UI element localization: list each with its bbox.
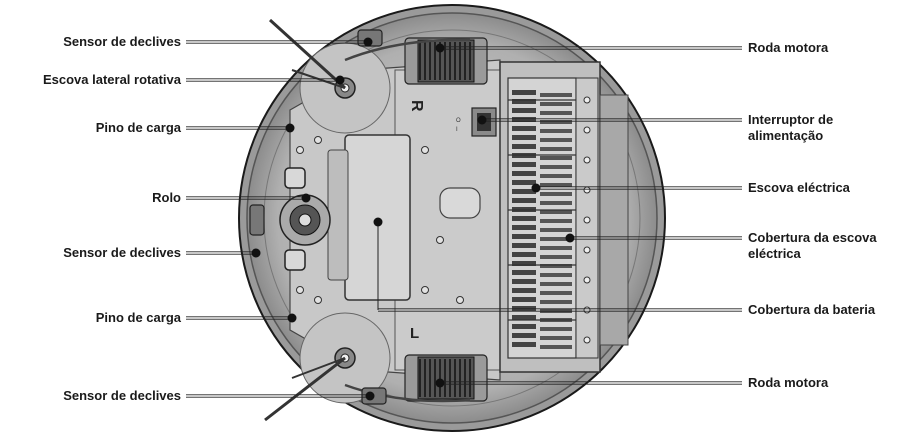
label-power-switch: Interruptor de alimentação: [748, 112, 833, 144]
left-wheel-mark-2: L: [410, 325, 419, 342]
charge-pin-top-shape: [284, 167, 306, 189]
label-drive-wheel-bottom: Roda motora: [748, 375, 828, 391]
switch-marking-2: I: [456, 127, 458, 133]
brush-bristles: [508, 90, 576, 349]
charge-pin-bottom-shape: [284, 249, 306, 271]
wheel-treads: [419, 42, 471, 397]
label-side-brush: Escova lateral rotativa: [42, 72, 181, 87]
right-wheel-mark: R: [408, 100, 425, 112]
label-drive-wheel-top-line1: Roda motora: [748, 40, 829, 55]
roller-hub: [298, 213, 312, 227]
label-power-brush-cover-line1: Cobertura da escova: [748, 230, 877, 245]
label-drive-wheel-bottom-line1: Roda motora: [748, 375, 829, 390]
side-brush-top-shape: [268, 18, 391, 134]
label-sensor-mid: Sensor de declives: [63, 245, 181, 260]
label-power-switch-line1: Interruptor de: [748, 112, 834, 127]
label-roller: Rolo: [152, 190, 181, 205]
side-brush-bottom-shape: [264, 312, 391, 422]
center-window: [439, 187, 481, 219]
label-power-brush-line1: Escova eléctrica: [748, 180, 850, 195]
label-sensor-top: Sensor de declives: [63, 34, 181, 49]
label-power-brush: Escova eléctrica: [748, 180, 850, 196]
label-drive-wheel-top: Roda motora: [748, 40, 828, 56]
label-power-brush-cover-line2: eléctrica: [748, 246, 801, 261]
bumper-arc-top: [344, 38, 471, 62]
bumper-arc-bottom: [344, 383, 471, 403]
label-power-brush-cover: Cobertura da escova eléctrica: [748, 230, 877, 262]
label-battery-cover-line1: Cobertura da bateria: [748, 302, 876, 317]
switch-marking: O: [456, 118, 461, 124]
label-power-switch-line2: alimentação: [748, 128, 824, 143]
brush-cover-holes: [583, 96, 591, 344]
battery-cover-slot: [327, 149, 349, 281]
leader-lines: [186, 40, 742, 398]
cliff-sensor-mid: [249, 204, 265, 236]
label-sensor-bottom: Sensor de declives: [63, 388, 181, 403]
leader-dots: [251, 37, 575, 401]
label-battery-cover: Cobertura da bateria: [748, 302, 875, 318]
label-charge-pin-bottom: Pino de carga: [95, 310, 181, 325]
screws: [296, 136, 464, 304]
side-dark-block: [599, 94, 629, 346]
label-charge-pin-top: Pino de carga: [95, 120, 181, 135]
